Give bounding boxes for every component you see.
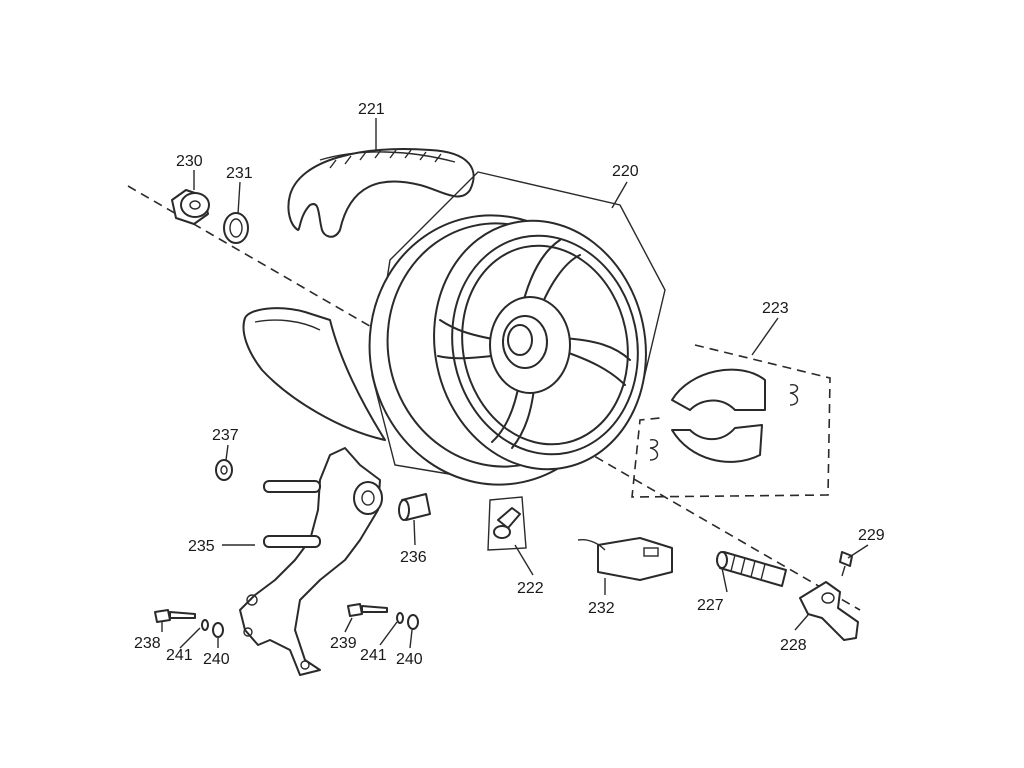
- callout-229: 229: [858, 527, 885, 544]
- callout-235: 235: [188, 538, 215, 555]
- brake-shoe-kit-223: [631, 344, 831, 498]
- callout-232: 232: [588, 600, 615, 617]
- callout-238: 238: [134, 635, 161, 652]
- callout-230: 230: [176, 153, 203, 170]
- callout-223: 223: [762, 300, 789, 317]
- callout-220: 220: [612, 163, 639, 180]
- callout-240-left: 240: [203, 651, 230, 668]
- callout-236: 236: [400, 549, 427, 566]
- callout-222: 222: [517, 580, 544, 597]
- bearing-237: [215, 459, 233, 481]
- callout-228: 228: [780, 637, 807, 654]
- callout-227: 227: [697, 597, 724, 614]
- callout-241-right: 241: [360, 647, 387, 664]
- bolt-238: [154, 609, 196, 623]
- screw-229: [839, 551, 853, 577]
- brake-cam-shaft-227: [716, 551, 787, 587]
- callout-239: 239: [330, 635, 357, 652]
- washer-240-right: [407, 614, 419, 630]
- washer-240-left: [212, 622, 224, 638]
- tire-221: [242, 148, 475, 441]
- callout-240-right: 240: [396, 651, 423, 668]
- callout-231: 231: [226, 165, 253, 182]
- washer-241-left: [201, 619, 209, 631]
- bolt-239: [347, 603, 388, 617]
- leader-lines: [161, 118, 869, 649]
- switch-232: [577, 537, 673, 581]
- bracket-235: [239, 447, 383, 676]
- callout-237: 237: [212, 427, 239, 444]
- rim-220: [368, 171, 666, 486]
- axle-nut-230: [171, 189, 210, 225]
- washer-241-right: [396, 612, 404, 624]
- callout-221: 221: [358, 101, 385, 118]
- spacer-236: [398, 493, 431, 521]
- callout-241-left: 241: [166, 647, 193, 664]
- washer-231: [223, 212, 249, 244]
- air-valve-222: [487, 496, 527, 551]
- brake-lever-228: [799, 581, 859, 641]
